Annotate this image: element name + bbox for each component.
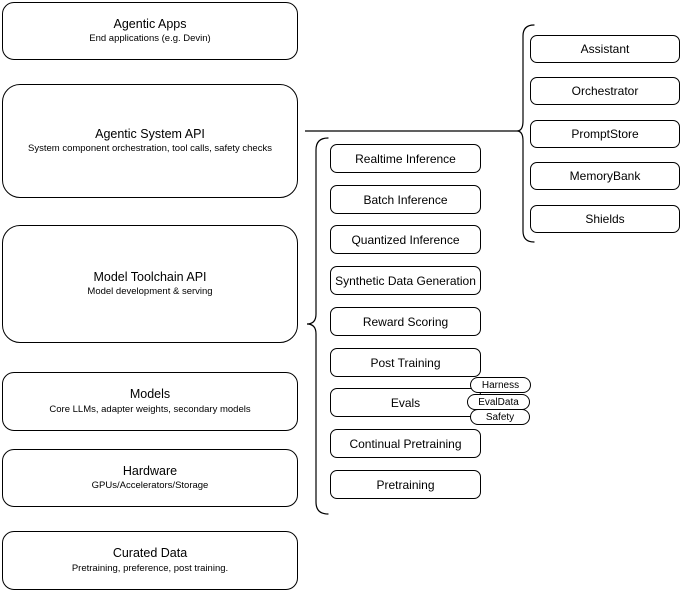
- node-curated-data: Curated Data Pretraining, preference, po…: [2, 531, 298, 590]
- node-subtitle: Model development & serving: [87, 286, 213, 298]
- node-model-toolchain-api: Model Toolchain API Model development & …: [2, 225, 298, 343]
- tag-harness: Harness: [470, 377, 531, 393]
- tag-evaldata: EvalData: [467, 394, 530, 410]
- node-title: Curated Data: [112, 546, 188, 561]
- node-agentic-apps: Agentic Apps End applications (e.g. Devi…: [2, 2, 298, 60]
- tag-safety: Safety: [470, 409, 530, 425]
- node-models: Models Core LLMs, adapter weights, secon…: [2, 372, 298, 431]
- node-post-training: Post Training: [330, 348, 481, 377]
- node-shields: Shields: [530, 205, 680, 233]
- node-subtitle: GPUs/Accelerators/Storage: [91, 480, 209, 492]
- node-subtitle: End applications (e.g. Devin): [89, 33, 211, 45]
- node-assistant: Assistant: [530, 35, 680, 63]
- node-batch-inference: Batch Inference: [330, 185, 481, 214]
- node-reward-scoring: Reward Scoring: [330, 307, 481, 336]
- node-title: Hardware: [122, 463, 178, 478]
- node-promptstore: PromptStore: [530, 120, 680, 148]
- node-subtitle: Core LLMs, adapter weights, secondary mo…: [49, 403, 251, 415]
- node-title: Model Toolchain API: [93, 269, 207, 284]
- node-title: Agentic System API: [95, 126, 205, 141]
- node-hardware: Hardware GPUs/Accelerators/Storage: [2, 449, 298, 507]
- node-agentic-system-api: Agentic System API System component orch…: [2, 84, 298, 198]
- toolchain-services-brace: [306, 137, 329, 515]
- node-title: Models: [129, 387, 171, 402]
- node-orchestrator: Orchestrator: [530, 77, 680, 105]
- node-synthetic-data-generation: Synthetic Data Generation: [330, 266, 481, 295]
- node-realtime-inference: Realtime Inference: [330, 144, 481, 173]
- node-title: Agentic Apps: [113, 16, 187, 31]
- node-evals: Evals: [330, 388, 481, 417]
- node-pretraining: Pretraining: [330, 470, 481, 499]
- node-memorybank: MemoryBank: [530, 162, 680, 190]
- node-quantized-inference: Quantized Inference: [330, 225, 481, 254]
- node-subtitle: Pretraining, preference, post training.: [71, 562, 229, 574]
- node-continual-pretraining: Continual Pretraining: [330, 429, 481, 458]
- node-subtitle: System component orchestration, tool cal…: [28, 143, 272, 155]
